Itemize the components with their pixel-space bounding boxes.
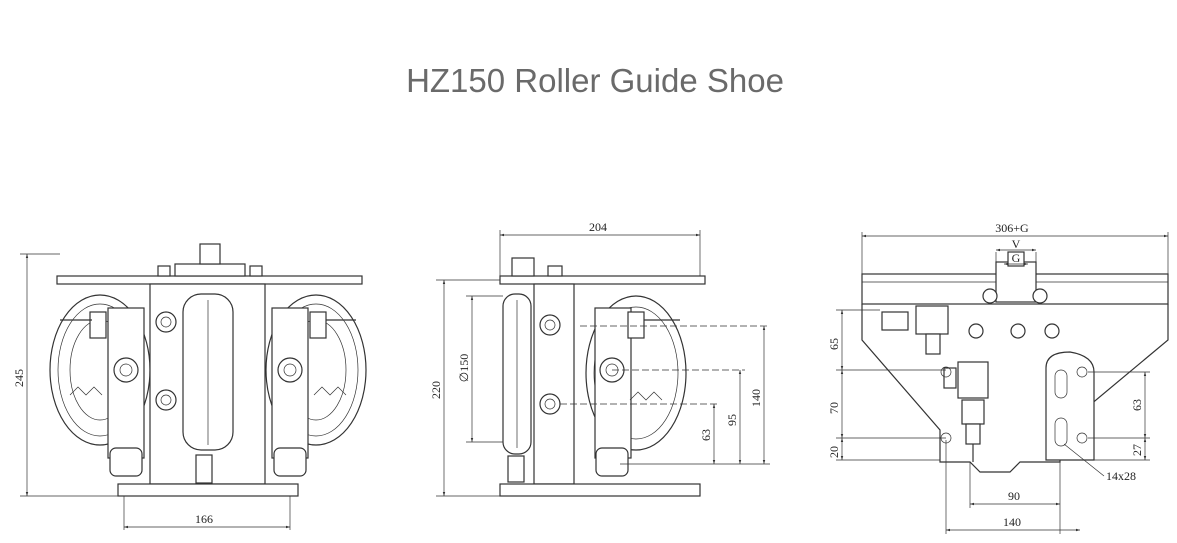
rear-dim-20: 20 [827,446,841,458]
rear-dim-width: 306+G [995,221,1029,235]
side-dim-63: 63 [699,429,713,441]
rear-dim-65: 65 [827,338,841,350]
side-dim-140: 140 [749,389,763,407]
side-dim-width: 204 [589,220,607,234]
side-view [499,257,706,497]
rear-view [861,251,1169,473]
rear-dim-140: 140 [1003,515,1021,529]
front-dim-width: 166 [195,512,213,526]
side-dimensions: 204 220 ∅150 140 95 63 [429,220,770,497]
side-dim-95: 95 [725,414,739,426]
diagram-title: HZ150 Roller Guide Shoe [406,62,784,99]
rear-dimensions: 306+G V G 65 70 20 63 27 14x28 90 140 [827,221,1169,534]
front-view [49,243,367,497]
rear-dim-27: 27 [1130,444,1144,456]
rear-dim-slot: 14x28 [1106,469,1136,483]
front-dimensions: 245 166 [12,253,291,530]
rear-dim-70: 70 [827,402,841,414]
front-dim-height: 245 [12,369,26,387]
rear-dim-g: G [1012,251,1021,265]
rear-dim-63: 63 [1130,399,1144,411]
rear-dim-v: V [1012,237,1021,251]
rear-dim-90: 90 [1008,489,1020,503]
side-dim-roller-dia: ∅150 [457,354,471,382]
side-dim-height: 220 [429,381,443,399]
